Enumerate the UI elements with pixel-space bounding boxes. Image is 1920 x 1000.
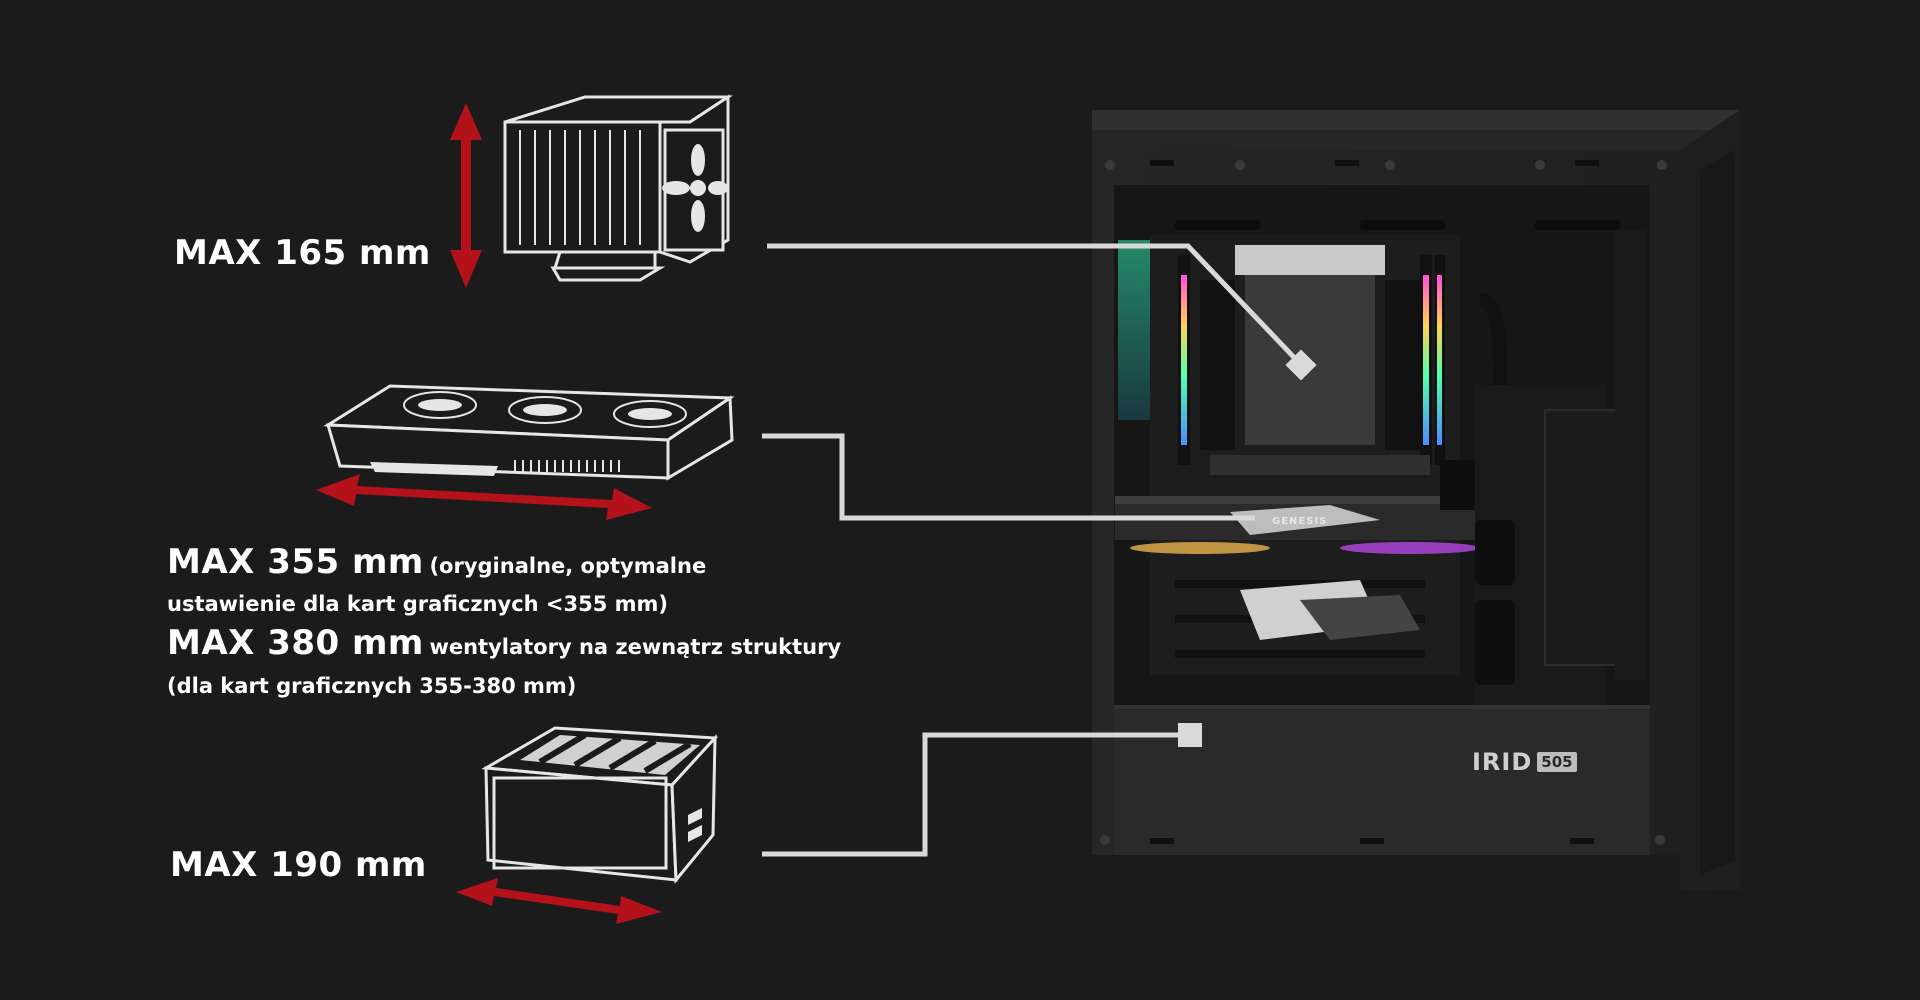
- gpu-brand-logo: GENESIS: [1272, 516, 1328, 527]
- gpu-spec-line-4: (dla kart graficznych 355-380 mm): [167, 674, 577, 698]
- cooler-connector-marker: [1285, 349, 1317, 381]
- case-brand-logo: IRID 505: [1472, 748, 1577, 776]
- gpu-spec-line-1: MAX 355 mm (oryginalne, optymalne: [167, 542, 706, 582]
- psu-connector-line: [762, 732, 1188, 857]
- gpu-connector-line: [762, 433, 1255, 521]
- gpu-max-length-380: MAX 380 mm: [167, 623, 424, 663]
- cooler-max-height-label: MAX 165 mm: [174, 233, 431, 273]
- gpu-spec-line-3: MAX 380 mm wentylatory na zewnątrz struk…: [167, 623, 841, 663]
- gpu-length-arrow: [316, 474, 652, 520]
- gpu-fans: [403, 391, 687, 428]
- gpu-spec-note-1: (oryginalne, optymalne: [429, 554, 707, 578]
- gpu-spec-note-3: wentylatory na zewnątrz struktury: [429, 635, 842, 659]
- psu-connector-marker: [1178, 723, 1202, 747]
- installed-gpu: [1115, 496, 1500, 554]
- cooler-height-arrow: [450, 103, 482, 288]
- cooler-connector-line: [767, 243, 1308, 372]
- psu-length-arrow: [456, 878, 662, 924]
- gpu-max-length-355: MAX 355 mm: [167, 542, 424, 582]
- case-brand-name: IRID: [1472, 748, 1533, 776]
- motherboard: [1150, 235, 1460, 675]
- case-model-badge: 505: [1537, 752, 1577, 772]
- gpu-spec-line-2: ustawienie dla kart graficznych <355 mm): [167, 592, 669, 616]
- psu-max-length-label: MAX 190 mm: [170, 845, 427, 885]
